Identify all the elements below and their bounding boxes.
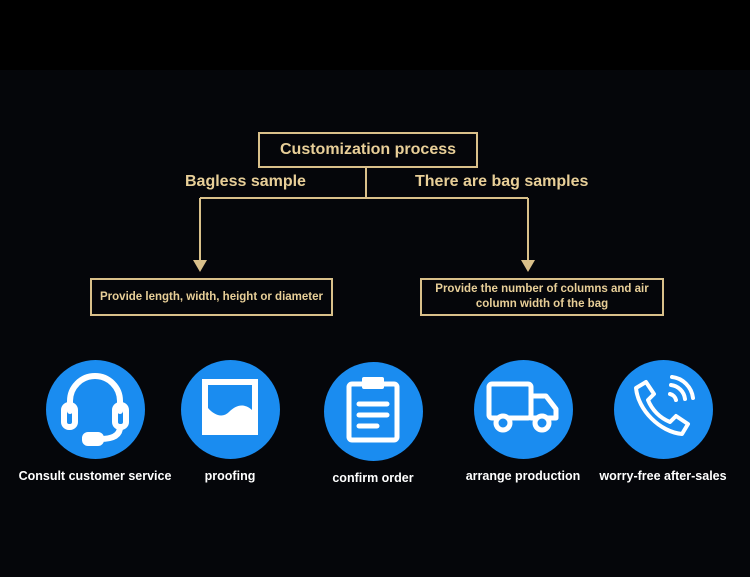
left-arrowhead bbox=[193, 260, 207, 272]
step-label: Consult customer service bbox=[18, 469, 172, 483]
step-after-sales: worry-free after-sales bbox=[578, 360, 748, 483]
bag-samples-result-line1: Provide the number of columns and air bbox=[435, 283, 649, 295]
branch-label-bag-samples: There are bag samples bbox=[415, 173, 589, 190]
truck-icon bbox=[486, 379, 560, 440]
bag-samples-result-line2: column width of the bag bbox=[475, 298, 609, 310]
image-icon bbox=[199, 376, 261, 443]
step-confirm-order: confirm order bbox=[288, 362, 458, 485]
diagram-title: Customization process bbox=[279, 141, 457, 158]
step-circle bbox=[180, 360, 280, 459]
step-label: worry-free after-sales bbox=[599, 469, 727, 483]
step-label: confirm order bbox=[332, 471, 414, 485]
phone-call-icon bbox=[630, 374, 696, 445]
step-circle bbox=[473, 360, 573, 459]
bag-samples-result-box: Provide the number of columns and air co… bbox=[420, 278, 664, 316]
step-circle bbox=[323, 362, 423, 461]
step-circle bbox=[613, 360, 713, 459]
bagless-result-text: Provide length, width, height or diamete… bbox=[100, 291, 323, 303]
top-band bbox=[0, 0, 750, 70]
step-circle bbox=[45, 360, 145, 459]
step-proofing: proofing bbox=[145, 360, 315, 483]
step-label: proofing bbox=[204, 469, 256, 483]
bagless-result-box: Provide length, width, height or diamete… bbox=[90, 278, 333, 316]
branch-label-bagless: Bagless sample bbox=[185, 173, 306, 190]
step-arrange-production: arrange production bbox=[438, 360, 608, 483]
step-label: arrange production bbox=[465, 469, 581, 483]
clipboard-icon bbox=[345, 374, 401, 449]
headset-icon bbox=[59, 367, 131, 452]
title-box: Customization process bbox=[258, 132, 478, 168]
right-arrowhead bbox=[521, 260, 535, 272]
step-consult: Consult customer service bbox=[10, 360, 180, 483]
